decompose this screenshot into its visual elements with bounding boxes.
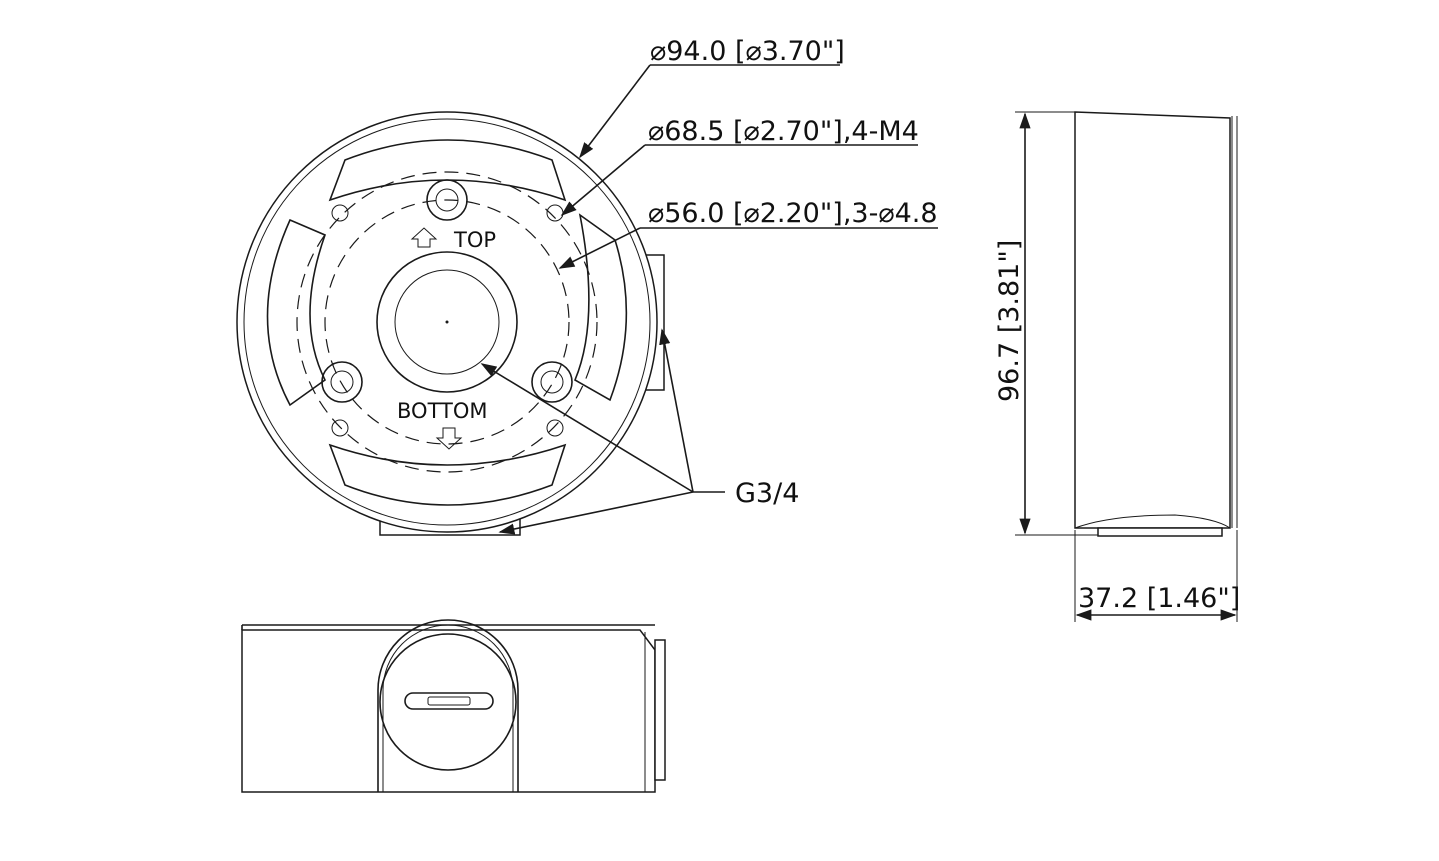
side-view [1015,111,1238,622]
slot-top [328,139,567,202]
screw-boss-top [426,179,468,221]
screw-boss-bottom-left [321,361,363,403]
center-opening-outer [376,251,518,393]
inner-bolt-circle-dimension: ⌀56.0 [⌀2.20"],3-⌀4.8 [648,198,938,229]
top-label: TOP [453,228,496,252]
mount-hole-1 [331,204,349,222]
thread-label: G3/4 [735,478,799,509]
screw-boss-bottom-right [531,361,573,403]
slot-right [573,213,628,402]
mount-bolt-circle-dimension: ⌀68.5 [⌀2.70"],4-M4 [648,116,919,147]
front-view: TOP BOTTOM [236,111,665,536]
mount-hole-4 [546,419,564,437]
arrow-down-icon [435,427,463,450]
bolt-circle-56 [324,199,570,445]
mount-hole-3 [331,419,349,437]
outer-rim-circle [243,118,651,526]
bottom-label: BOTTOM [397,399,488,423]
slot-bottom [328,443,567,506]
center-point [445,320,449,324]
depth-dimension: 37.2 [1.46"] [1078,583,1240,614]
leaders [480,64,938,535]
slot-left [266,218,327,407]
arrow-up-icon [410,227,438,248]
bolt-circle-68 [296,171,598,473]
height-dimension: 96.7 [3.81"] [994,240,1025,402]
outer-diameter-dimension: ⌀94.0 [⌀3.70"] [650,36,845,67]
slot-icon [404,692,494,710]
center-opening-inner [394,269,500,375]
elevation-view [241,619,666,793]
